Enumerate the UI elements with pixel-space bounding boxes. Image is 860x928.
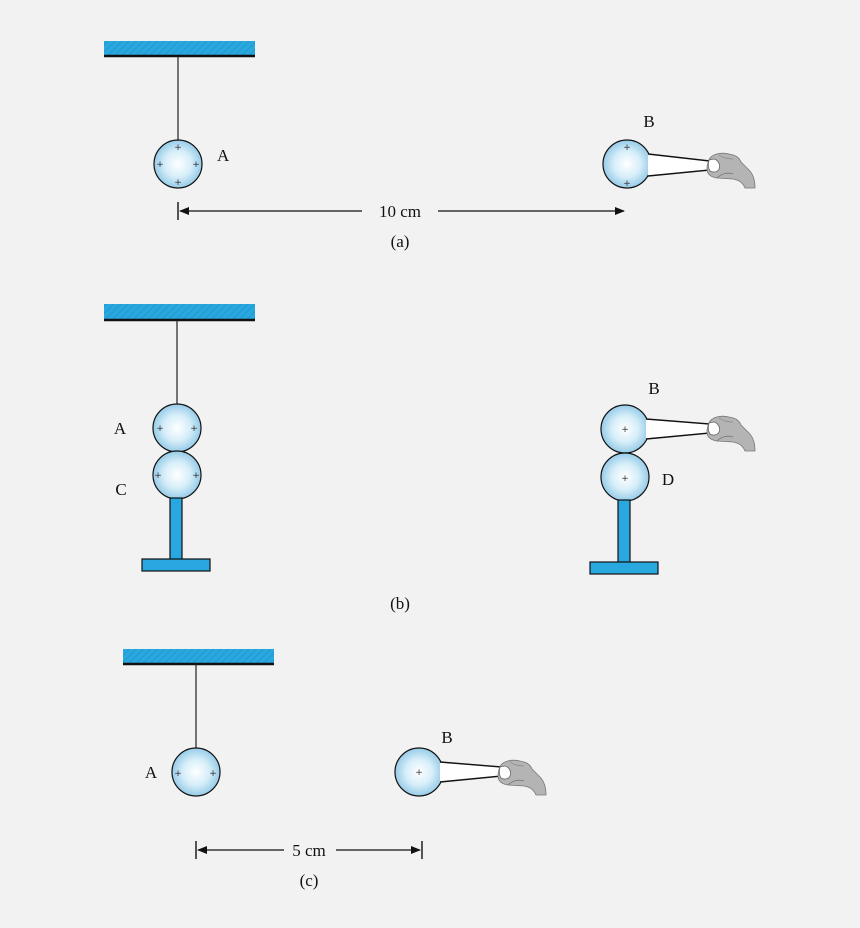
- charge-plus: +: [154, 471, 162, 481]
- insulating-stand-pillar: [617, 499, 631, 564]
- insulating-handle: [439, 761, 503, 783]
- sphere-c: + +: [152, 450, 202, 500]
- charge-plus: +: [174, 178, 182, 188]
- insulating-handle: [647, 153, 711, 177]
- distance-label: 10 cm: [379, 202, 421, 221]
- charge-plus: +: [623, 179, 631, 189]
- label-sphere-d: D: [662, 470, 674, 489]
- label-sphere-a: A: [114, 419, 127, 438]
- charge-plus: +: [623, 143, 631, 153]
- sphere-d: +: [600, 452, 650, 502]
- hand-icon: [497, 759, 547, 796]
- sphere-a: + +: [152, 403, 202, 453]
- sphere-b: +: [600, 404, 650, 454]
- insulating-stand-base: [141, 558, 211, 572]
- hand-icon: [706, 152, 756, 189]
- charge-plus: +: [192, 160, 200, 170]
- insulating-stand-base: [589, 561, 659, 575]
- panel-b: + + + + A C + B + D (b): [104, 304, 756, 613]
- ceiling-support: [104, 41, 255, 56]
- charge-plus: +: [156, 160, 164, 170]
- charge-plus: +: [415, 768, 423, 778]
- label-sphere-b: B: [643, 112, 654, 131]
- sphere-b: + +: [602, 139, 652, 189]
- sphere-a: + +: [171, 747, 221, 797]
- charge-plus: +: [174, 143, 182, 153]
- panel-caption: (b): [390, 594, 410, 613]
- panel-caption: (c): [300, 871, 319, 890]
- panel-caption: (a): [391, 232, 410, 251]
- sphere-b: +: [394, 747, 444, 797]
- label-sphere-c: C: [115, 480, 126, 499]
- distance-label: 5 cm: [292, 841, 326, 860]
- insulating-stand-pillar: [169, 497, 183, 561]
- charge-plus: +: [621, 425, 629, 435]
- ceiling-support: [123, 649, 274, 664]
- label-sphere-b: B: [648, 379, 659, 398]
- label-sphere-a: A: [145, 763, 158, 782]
- charge-plus: +: [190, 424, 198, 434]
- charge-plus: +: [621, 474, 629, 484]
- panel-c: + + A + B 5 cm (c): [123, 649, 547, 890]
- ceiling-support: [104, 304, 255, 319]
- charge-plus: +: [174, 769, 182, 779]
- hand-icon: [706, 415, 756, 452]
- charge-plus: +: [209, 769, 217, 779]
- label-sphere-a: A: [217, 146, 230, 165]
- sphere-a: + + + +: [153, 139, 203, 189]
- charge-plus: +: [192, 471, 200, 481]
- panel-a: + + + + A + + B 10 cm (a): [104, 41, 756, 251]
- label-sphere-b: B: [441, 728, 452, 747]
- charge-plus: +: [156, 424, 164, 434]
- insulating-handle: [645, 418, 711, 440]
